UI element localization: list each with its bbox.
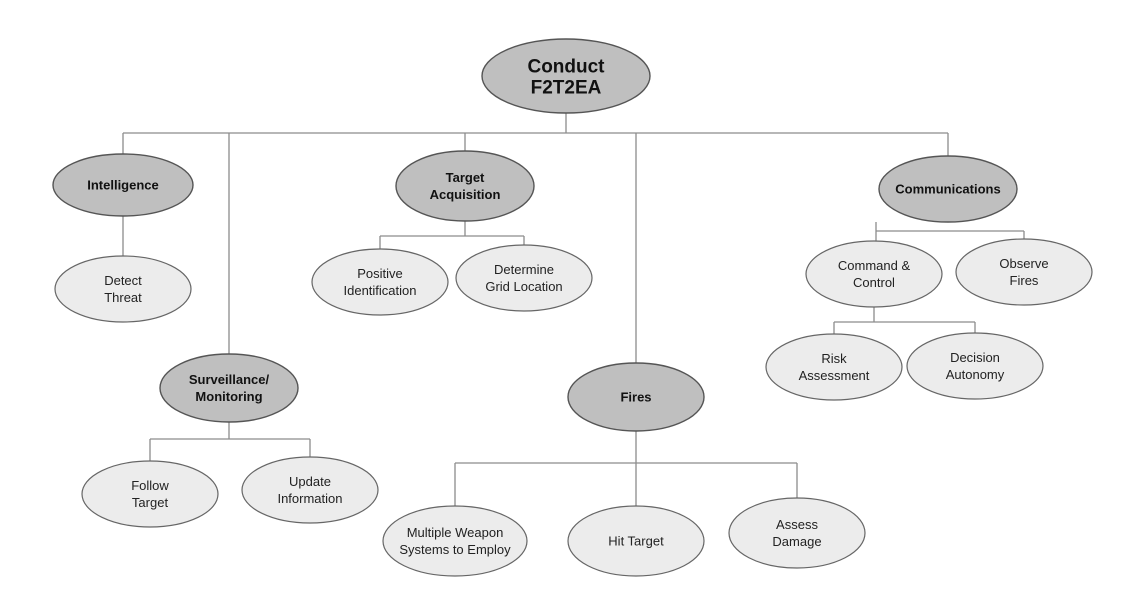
node-detect-threat-shape: [54, 255, 192, 323]
node-risk-assessment-label: Risk: [821, 351, 847, 366]
node-decision-autonomy-label: Autonomy: [946, 367, 1005, 382]
node-follow-target-label: Follow: [131, 478, 169, 493]
node-assess-damage-shape: [728, 497, 866, 569]
node-observe-fires-label: Observe: [999, 256, 1048, 271]
node-intelligence-label: Intelligence: [87, 178, 159, 193]
node-decision-autonomy-label: Decision: [950, 350, 1000, 365]
node-positive-identification-shape: [311, 248, 449, 316]
node-target-acquisition-shape: [395, 150, 535, 222]
node-communications-label: Communications: [895, 182, 1000, 197]
connector-lines: [122, 113, 1025, 506]
node-update-information-shape: [241, 456, 379, 524]
node-multiple-weapon-systems-label: Multiple Weapon: [407, 525, 504, 540]
node-update-information-label: Information: [277, 491, 342, 506]
node-determine-grid-location-label: Grid Location: [485, 279, 562, 294]
node-multiple-weapon-systems-shape: [382, 505, 528, 577]
node-communications: Communications: [878, 155, 1018, 223]
node-positive-identification-label: Identification: [344, 283, 417, 298]
node-surveillance-label: Monitoring: [195, 389, 262, 404]
node-target-acquisition-label: Target: [446, 170, 485, 185]
node-risk-assessment-label: Assessment: [799, 368, 870, 383]
node-hit-target: Hit Target: [567, 505, 705, 577]
node-target-acquisition-label: Acquisition: [430, 187, 501, 202]
node-follow-target-label: Target: [132, 495, 169, 510]
node-command-control-shape: [805, 240, 943, 308]
node-observe-fires-label: Fires: [1010, 273, 1039, 288]
node-fires: Fires: [567, 362, 705, 432]
node-multiple-weapon-systems-label: Systems to Employ: [399, 542, 511, 557]
node-hit-target-label: Hit Target: [608, 534, 664, 549]
node-observe-fires-shape: [955, 238, 1093, 306]
node-root-shape: [481, 38, 651, 114]
node-assess-damage-label: Assess: [776, 517, 818, 532]
node-follow-target-shape: [81, 460, 219, 528]
node-risk-assessment-shape: [765, 333, 903, 401]
node-fires-label: Fires: [620, 390, 651, 405]
node-root-label: F2T2EA: [531, 77, 602, 98]
node-determine-grid-location-label: Determine: [494, 262, 554, 277]
node-assess-damage-label: Damage: [772, 534, 821, 549]
node-detect-threat-label: Threat: [104, 290, 142, 305]
node-root-label: Conduct: [527, 56, 605, 77]
node-command-control: Command & Control: [805, 240, 943, 308]
node-surveillance: Surveillance/Monitoring: [159, 353, 299, 423]
node-intelligence: Intelligence: [52, 153, 194, 217]
node-surveillance-label: Surveillance/: [189, 372, 270, 387]
node-command-control-label: Control: [853, 275, 895, 290]
node-determine-grid-location-shape: [455, 244, 593, 312]
node-surveillance-shape: [159, 353, 299, 423]
node-command-control-label: Command &: [838, 258, 911, 273]
node-decision-autonomy-shape: [906, 332, 1044, 400]
node-intelligence-shape: [52, 153, 194, 217]
node-detect-threat-label: Detect: [104, 273, 142, 288]
node-hit-target-shape: [567, 505, 705, 577]
node-update-information-label: Update: [289, 474, 331, 489]
node-positive-identification-label: Positive: [357, 266, 403, 281]
node-communications-shape: [878, 155, 1018, 223]
node-fires-shape: [567, 362, 705, 432]
